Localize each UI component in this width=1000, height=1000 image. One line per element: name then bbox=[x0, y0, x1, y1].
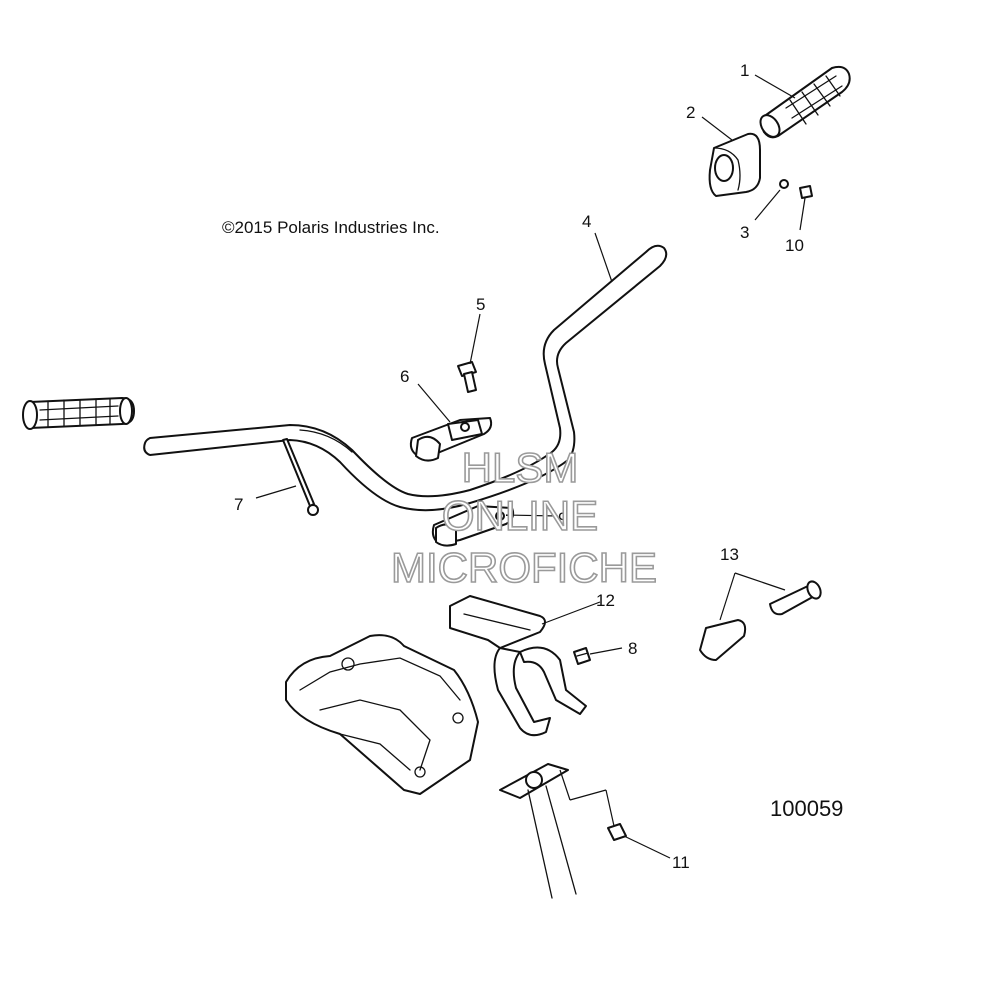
screw-icon bbox=[573, 647, 591, 665]
watermark: HLSM ONLINE MICROFICHE bbox=[390, 443, 658, 592]
instrument-pod-icon bbox=[285, 634, 479, 795]
figure-number: 100059 bbox=[770, 796, 843, 821]
nut-icon bbox=[607, 823, 627, 841]
watermark-line-1: HLSM bbox=[462, 444, 579, 491]
callout-9: 9 bbox=[558, 509, 567, 528]
watermark-line-3: MICROFICHE bbox=[391, 544, 657, 591]
callout-5: 5 bbox=[476, 295, 485, 314]
callout-1: 1 bbox=[740, 61, 749, 80]
long-bolt-icon bbox=[282, 438, 319, 516]
callout-7: 7 bbox=[234, 495, 243, 514]
upper-clamp-icon bbox=[409, 417, 493, 462]
callout-10: 10 bbox=[785, 236, 804, 255]
small-screw-icon bbox=[779, 179, 789, 189]
steering-post-icon bbox=[499, 763, 577, 899]
washer-icon bbox=[799, 185, 813, 199]
mount-bracket-icon bbox=[449, 595, 587, 737]
copyright-text: ©2015 Polaris Industries Inc. bbox=[222, 218, 440, 237]
leader-lines bbox=[255, 74, 806, 859]
handlebar-grip-icon bbox=[759, 65, 851, 139]
handlebar-icon bbox=[143, 244, 668, 512]
callout-8: 8 bbox=[628, 639, 637, 658]
callout-12: 12 bbox=[596, 591, 615, 610]
callout-13: 13 bbox=[720, 545, 739, 564]
callouts: 1 2 3 4 5 6 7 8 9 10 11 12 13 bbox=[234, 61, 804, 872]
left-grip-icon bbox=[22, 397, 135, 430]
watermark-line-2: ONLINE bbox=[442, 492, 598, 539]
callout-2: 2 bbox=[686, 103, 695, 122]
bar-end-icon bbox=[699, 580, 822, 661]
bolt-icon bbox=[457, 361, 477, 393]
callout-11: 11 bbox=[672, 853, 690, 872]
callout-6: 6 bbox=[400, 367, 409, 386]
callout-4: 4 bbox=[582, 212, 591, 231]
lower-clamp-icon bbox=[431, 505, 515, 547]
callout-3: 3 bbox=[740, 223, 749, 242]
switch-housing-icon bbox=[708, 132, 761, 197]
